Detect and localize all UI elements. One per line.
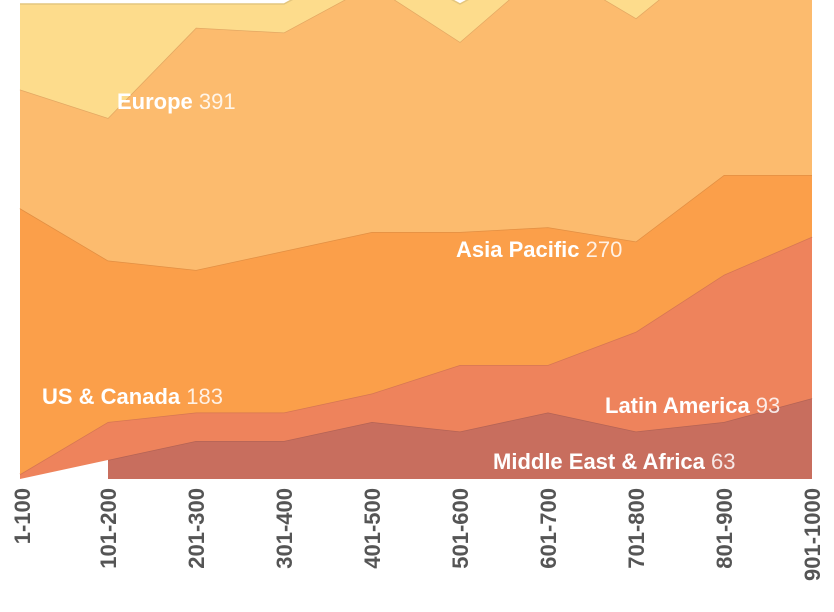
series-total: 93 xyxy=(756,393,780,418)
series-label-us-and-canada: US & Canada 183 xyxy=(42,384,223,409)
series-label-asia-pacific: Asia Pacific 270 xyxy=(456,237,622,262)
series-name: Asia Pacific xyxy=(456,237,586,262)
x-tick-label: 201-300 xyxy=(184,488,209,569)
area-middle-east-and-africa xyxy=(108,398,812,479)
series-total: 63 xyxy=(711,449,735,474)
x-tick-label: 601-700 xyxy=(536,488,561,569)
area-us-and-canada xyxy=(20,175,812,475)
x-tick-label: 1-100 xyxy=(10,488,35,544)
series-name: Europe xyxy=(117,89,199,114)
x-tick-label: 801-900 xyxy=(712,488,737,569)
series-name: Latin America xyxy=(605,393,756,418)
x-tick-label: 901-1000 xyxy=(800,488,825,581)
x-tick-label: 701-800 xyxy=(624,488,649,569)
x-tick-label: 501-600 xyxy=(448,488,473,569)
series-label-latin-america: Latin America 93 xyxy=(605,393,780,418)
series-label-layer: Middle East & Africa 63 Latin America 93 U… xyxy=(42,89,780,474)
series-name: Middle East & Africa xyxy=(493,449,711,474)
series-label-europe: Europe 391 xyxy=(117,89,236,114)
area-edge-europe xyxy=(20,0,469,5)
series-total: 270 xyxy=(586,237,623,262)
series-name: US & Canada xyxy=(42,384,186,409)
x-tick-label: 101-200 xyxy=(96,488,121,569)
area-asia-pacific xyxy=(20,0,812,270)
x-axis-ticks: 1-100 101-200 201-300 301-400 401-500 501-600… xyxy=(10,488,825,581)
series-total: 183 xyxy=(186,384,223,409)
series-total: 391 xyxy=(199,89,236,114)
area-layer xyxy=(19,0,813,479)
x-tick-label: 301-400 xyxy=(272,488,297,569)
area-latin-america xyxy=(20,236,812,479)
series-label-middle-east-and-africa: Middle East & Africa 63 xyxy=(493,449,736,474)
x-tick-label: 401-500 xyxy=(360,488,385,569)
area-europe xyxy=(20,0,659,118)
